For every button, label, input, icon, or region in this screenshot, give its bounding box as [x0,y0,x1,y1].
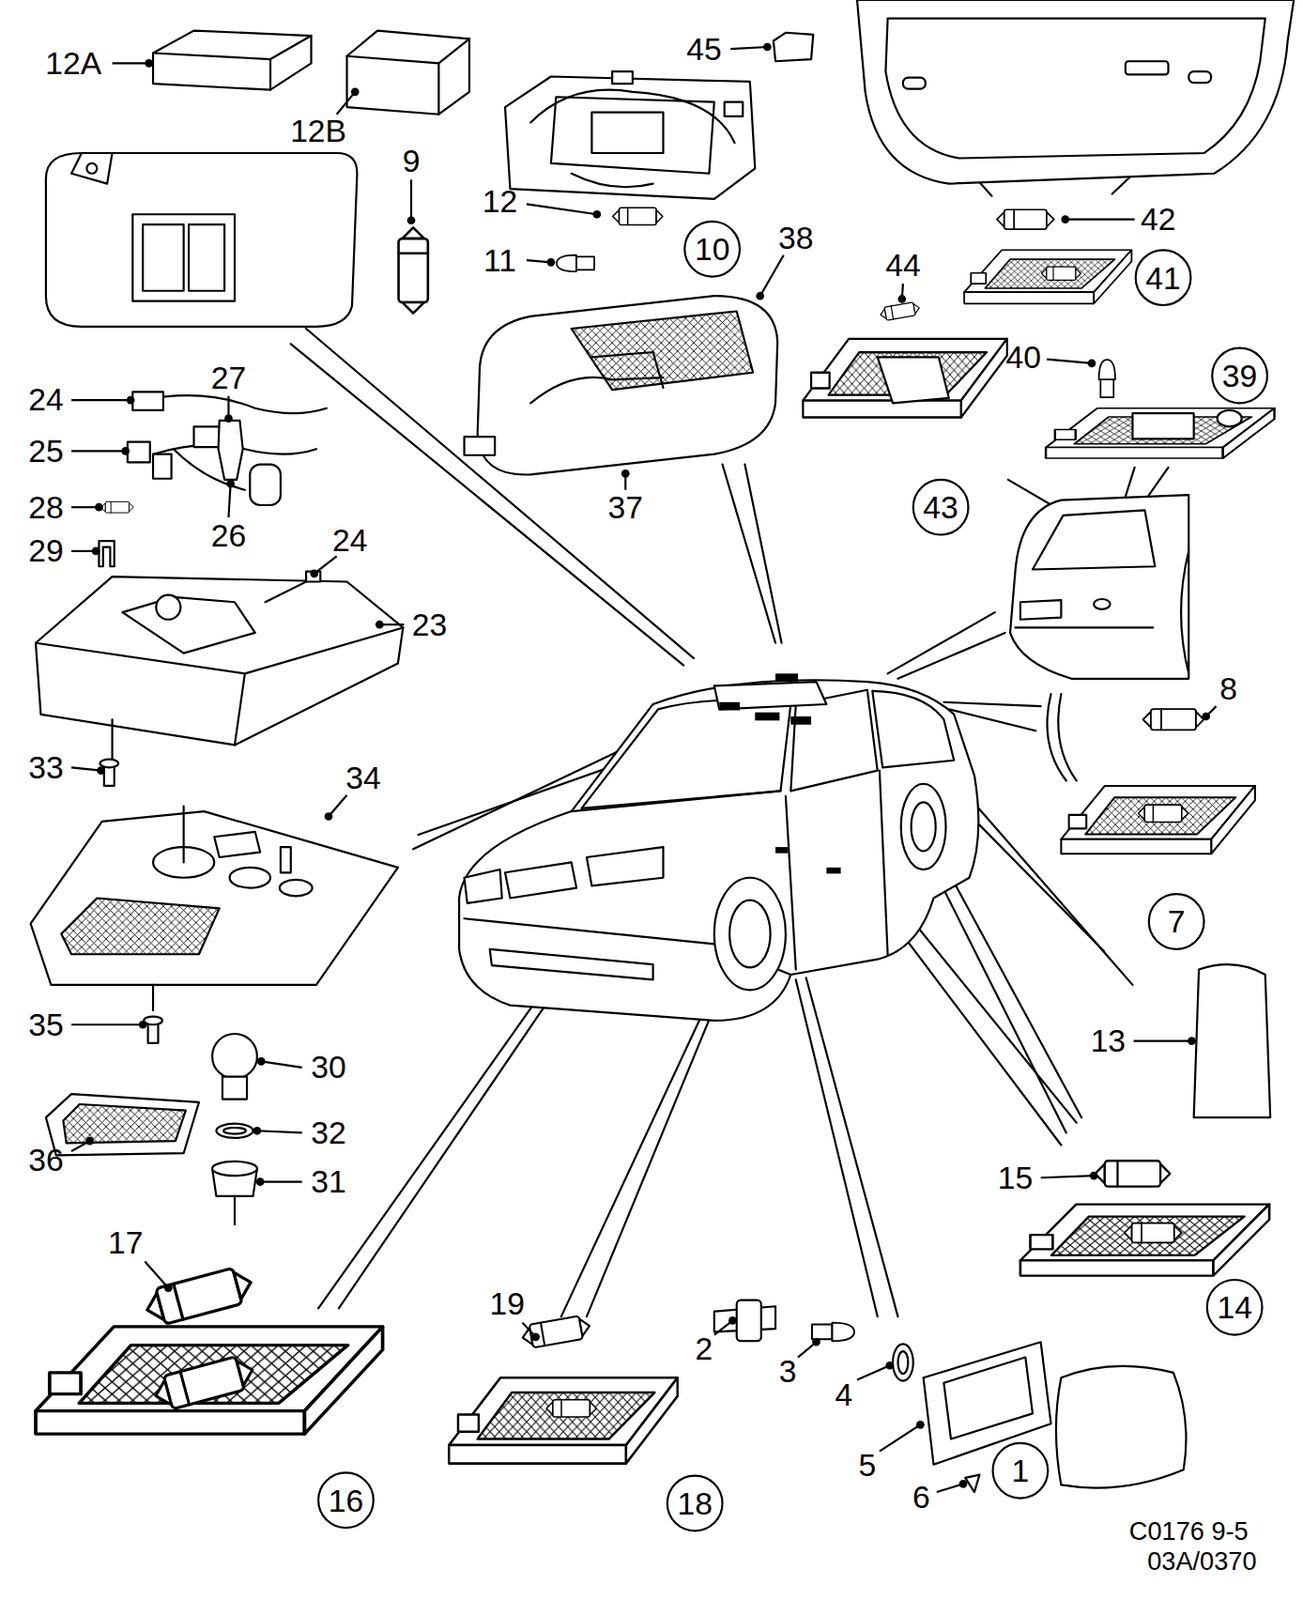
callout-number: 15 [997,1161,1033,1194]
callout-number: 8 [1219,673,1238,706]
callout-number: 6 [912,1481,931,1514]
callout-number: 24 [332,524,368,557]
circled-callout: 7 [1148,892,1206,951]
callout-number: 5 [858,1449,876,1482]
callout-number: 27 [211,361,246,394]
callout-number: 4 [834,1379,853,1411]
callout-number: 16 [328,1484,364,1517]
circled-callout: 14 [1206,1278,1264,1336]
callout-number: 3 [779,1355,798,1388]
callout-number: 19 [489,1287,524,1320]
callout-number: 13 [1090,1025,1126,1058]
callout-number: 10 [694,232,730,265]
callout-number: 38 [778,221,813,254]
circled-callout: 18 [666,1474,724,1533]
callout-number: 18 [676,1486,712,1519]
circled-callout: 43 [912,478,970,537]
circled-callout: 10 [683,220,741,278]
callout-number: 12A [45,47,102,80]
callout-number: 31 [310,1165,346,1198]
callout-number: 14 [1216,1290,1252,1323]
callout-number: 33 [28,751,63,784]
callout-number: 37 [608,490,644,523]
callout-number: 30 [310,1051,346,1084]
callout-number: 26 [211,520,246,552]
callout-number: 44 [885,249,920,282]
callout-number: 2 [695,1333,714,1365]
callout-number: 17 [107,1226,143,1259]
circled-callout: 1 [991,1441,1049,1500]
callout-number: 23 [412,608,447,641]
callout-number: 1 [1011,1454,1030,1487]
callout-number: 25 [28,435,63,468]
circled-callout: 16 [317,1471,375,1529]
drawing-code: C0176 9-5 [1129,1517,1249,1544]
callout-number: 7 [1167,905,1186,938]
callout-number: 39 [1222,359,1258,392]
callout-number: 42 [1140,203,1176,236]
callout-number: 40 [1005,341,1041,374]
callout-number: 12B [290,114,347,147]
callout-number: 35 [28,1008,63,1041]
circled-callout: 39 [1211,347,1269,405]
callout-number: 41 [1145,261,1181,294]
callout-number: 29 [28,535,63,568]
callout-number: 9 [402,145,421,178]
callout-number: 11 [483,244,517,276]
callout-number: 34 [345,761,381,794]
circled-callout: 41 [1134,248,1193,307]
callout-number: 28 [28,490,63,523]
callout-number: 36 [28,1144,63,1177]
callout-number: 43 [922,490,958,523]
callout-number: 24 [28,383,63,416]
callout-number: 12 [482,184,518,217]
callout-number: 45 [686,32,721,65]
callout-number: 32 [310,1117,346,1150]
drawing-code: 03A/0370 [1147,1548,1257,1574]
